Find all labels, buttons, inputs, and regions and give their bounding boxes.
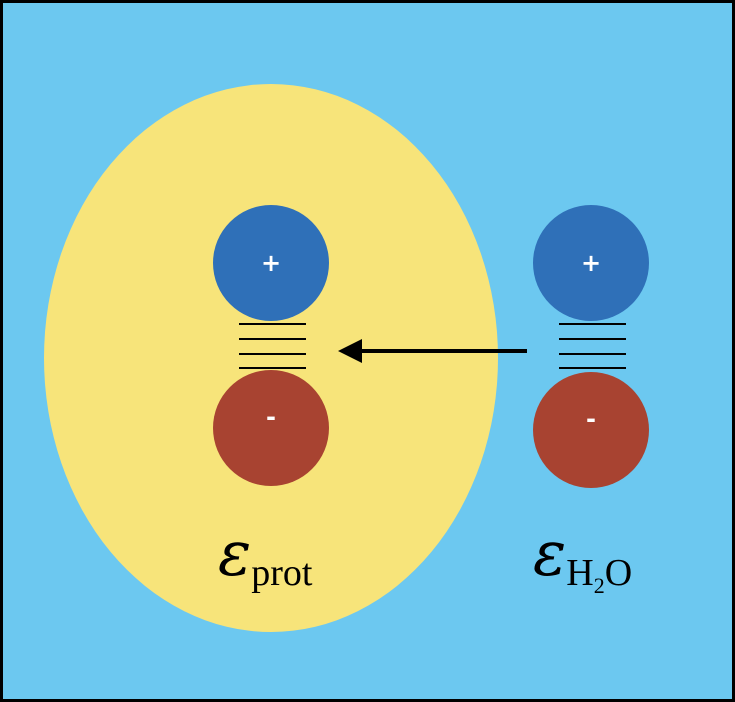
epsilon-prot-subscript: prot bbox=[251, 552, 313, 594]
epsilon-water-subscript-o: O bbox=[605, 552, 632, 594]
epsilon-prot-label: εprot bbox=[218, 517, 313, 594]
arrow-head bbox=[338, 339, 362, 363]
protein-dipole: + - bbox=[213, 205, 329, 486]
water-negative-symbol: - bbox=[586, 405, 596, 433]
protein-region bbox=[44, 84, 498, 632]
water-dipole: + - bbox=[533, 205, 649, 488]
epsilon-water-symbol: ε bbox=[533, 517, 566, 590]
epsilon-water-subscript-h: H bbox=[566, 552, 593, 594]
water-positive-symbol: + bbox=[581, 249, 601, 277]
epsilon-water-subscript-2: 2 bbox=[594, 573, 605, 598]
water-positive-charge bbox=[533, 205, 649, 321]
protein-positive-charge bbox=[213, 205, 329, 321]
epsilon-water-label: εH2O bbox=[533, 517, 632, 598]
protein-negative-charge bbox=[213, 370, 329, 486]
epsilon-prot-symbol: ε bbox=[218, 517, 251, 590]
protein-positive-symbol: + bbox=[261, 249, 281, 277]
protein-bond-lines bbox=[239, 323, 306, 369]
arrow-left-icon bbox=[338, 339, 527, 363]
water-negative-charge bbox=[533, 372, 649, 488]
protein-negative-symbol: - bbox=[266, 403, 276, 431]
water-bond-lines bbox=[559, 323, 626, 369]
